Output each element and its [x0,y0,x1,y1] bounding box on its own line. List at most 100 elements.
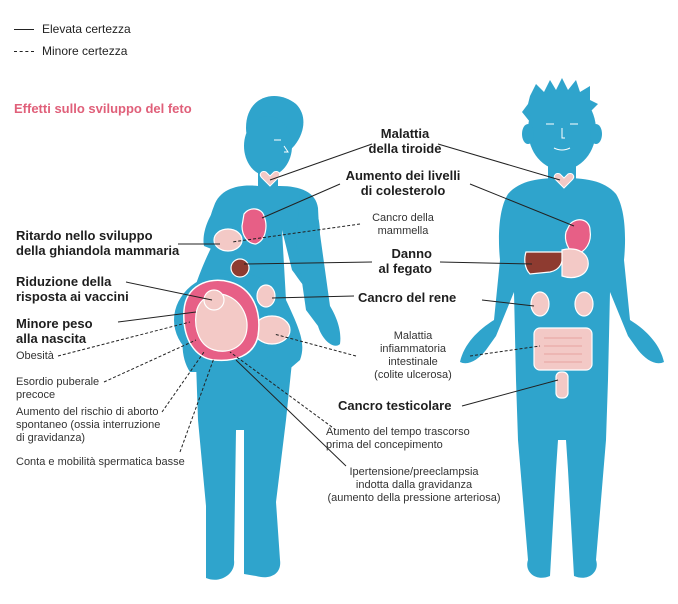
leader-aborto [161,351,205,413]
label-aborto-line1: Aumento del rischio di aborto [16,406,159,418]
male-face [546,123,578,151]
leader-colesterolo-male [469,183,575,227]
label-concepimento-line1: Aumento del tempo trascorso [326,426,470,438]
label-colesterolo-line2: di colesterolo [360,183,446,198]
label-vaccini-line2: risposta ai vaccini [16,289,129,304]
label-concepimento-line2: prima del concepimento [326,439,443,451]
label-peso-line1: Minore peso [16,316,93,331]
legend-dashed-line [14,50,34,52]
label-infiammatoria: Malattia infiammatoria intestinale (coli… [356,330,470,382]
label-aborto-line2: spontaneo (ossia interruzione [16,419,161,431]
label-puberale: Esordio puberale precoce [16,376,99,402]
leader-preeclampsia [235,359,347,467]
leader-colesterolo-female [261,183,341,219]
label-fegato-line1: Danno [391,246,432,261]
legend-solid: Elevata certezza [14,22,131,36]
male-nose [561,128,565,139]
label-preeclampsia-line1: Ipertensione/preeclampsia [349,466,479,478]
label-preeclampsia-line2: indotta dalla gravidanza [355,479,473,491]
leader-peso [117,311,197,323]
label-infiammatoria-line3: intestinale [388,356,438,368]
legend-solid-label: Elevata certezza [42,22,131,36]
male-kidney-left [530,291,550,317]
label-concepimento: Aumento del tempo trascorso prima del co… [326,426,470,452]
male-intestine [533,327,593,371]
male-mouth [553,147,571,151]
leader-rene-female [271,295,355,299]
legend-dashed-label: Minore certezza [42,44,128,58]
male-testicle [555,371,569,399]
label-fegato-line2: al fegato [378,261,432,276]
label-ghiandola-line2: della ghiandola mammaria [16,243,180,258]
label-preeclampsia-line3: (aumento della pressione arteriosa) [327,492,501,504]
female-legs [196,362,292,580]
label-colesterolo-line1: Aumento dei livelli [345,168,461,183]
leader-puberale [103,339,197,383]
label-infiammatoria-line2: infiammatoria [379,343,447,355]
label-peso: Minore peso alla nascita [16,316,93,346]
female-kidney [256,284,276,308]
male-torso [460,178,664,386]
fetus-head [203,289,225,311]
label-vaccini: Riduzione della risposta ai vaccini [16,274,129,304]
leader-mammella [231,223,361,243]
female-liver [230,258,250,278]
label-testicolare: Cancro testicolare [338,398,452,413]
male-ear-right [590,124,602,144]
leader-vaccini [125,281,213,301]
label-rene: Cancro del rene [358,290,457,305]
label-infiammatoria-line1: Malattia [393,330,433,342]
leader-spermatica [179,357,215,453]
leader-infiammatoria-male [469,345,541,357]
label-tiroide: Malattia della tiroide [360,126,450,156]
label-ghiandola: Ritardo nello sviluppo della ghiandola m… [16,228,179,258]
female-nose [283,145,289,153]
male-heart [564,219,591,255]
male-organs [524,173,594,399]
leader-tiroide-male [437,143,561,181]
label-tiroide-line1: Malattia [380,126,430,141]
leader-fegato-female [243,261,373,265]
label-obesita: Obesità [16,350,54,362]
male-kidney-right [574,291,594,317]
leader-infiammatoria-female [273,333,357,357]
label-peso-line2: alla nascita [16,331,87,346]
male-legs [516,380,608,578]
female-arm-right [296,194,341,346]
female-heart-lungs [241,208,267,245]
label-mammella: Cancro della mammella [356,212,450,238]
label-aborto-line3: di gravidanza) [16,432,86,444]
leader-concepimento [229,351,337,431]
label-mammella-line1: Cancro della [372,212,434,224]
leaders-dashed [57,223,541,453]
leader-tiroide-female [269,143,373,181]
label-preeclampsia: Ipertensione/preeclampsia indotta dalla … [316,466,512,505]
leader-fegato-male [439,261,533,265]
label-colesterolo: Aumento dei livelli di colesterolo [336,168,470,198]
label-tiroide-line2: della tiroide [368,141,442,156]
label-spermatica: Conta e mobilità spermatica basse [16,456,185,468]
label-aborto: Aumento del rischio di aborto spontaneo … [16,406,160,445]
female-face [274,139,289,153]
label-mammella-line2: mammella [377,225,429,237]
female-arm-left [203,210,214,250]
male-ear-left [522,124,534,144]
label-ghiandola-line1: Ritardo nello sviluppo [16,228,153,243]
label-vaccini-line1: Riduzione della [16,274,112,289]
male-intestine-detail [544,337,582,363]
section-title: Effetti sullo sviluppo del feto [14,101,192,116]
female-head [244,116,292,176]
female-organs [183,171,291,362]
label-fegato: Danno al fegato [364,246,432,276]
legend-solid-line [14,28,34,30]
legend-dashed: Minore certezza [14,44,127,58]
leaders-solid [117,143,575,467]
leader-rene-male [481,299,535,307]
male-stomach [561,248,589,279]
label-puberale-line2: precoce [16,389,56,401]
female-breast [213,228,243,252]
label-infiammatoria-line4: (colite ulcerosa) [374,369,452,381]
label-puberale-line1: Esordio puberale [16,376,100,388]
